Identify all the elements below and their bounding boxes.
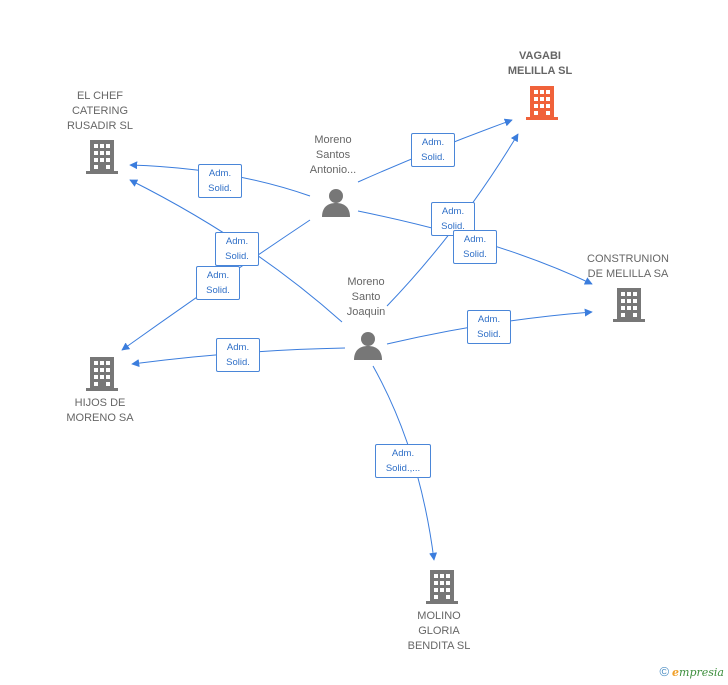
building-icon[interactable] (613, 288, 645, 322)
company-label-construnion[interactable]: CONSTRUNION DE MELILLA SA (587, 253, 669, 280)
person-icon[interactable] (321, 187, 351, 217)
person-label-moreno-antonio[interactable]: Moreno Santos Antonio... (309, 134, 357, 176)
edge-label[interactable]: Adm.Solid. (411, 133, 455, 167)
edge-label[interactable]: Adm.Solid. (216, 338, 260, 372)
copyright-symbol: © (659, 664, 670, 679)
edge-label[interactable]: Adm.Solid. (467, 310, 511, 344)
building-icon[interactable] (86, 357, 118, 391)
edge-label[interactable]: Adm.Solid. (196, 266, 240, 300)
edge-label[interactable]: Adm.Solid. (198, 164, 242, 198)
empresia-logo: ©empresia (659, 664, 724, 679)
building-icon[interactable] (526, 86, 558, 120)
company-label-molino[interactable]: MOLINO GLORIA BENDITA SL (407, 610, 471, 652)
company-label-hijos[interactable]: HIJOS DE MORENO SA (66, 397, 134, 424)
company-label-vagabi[interactable]: VAGABI MELILLA SL (507, 50, 573, 77)
edge-label[interactable]: Adm.Solid. (215, 232, 259, 266)
edge-label[interactable]: Adm.Solid.,... (375, 444, 431, 478)
building-icon[interactable] (426, 570, 458, 604)
edge-label[interactable]: Adm.Solid. (453, 230, 497, 264)
company-label-el-chef[interactable]: EL CHEF CATERING RUSADIR SL (66, 90, 134, 132)
person-icon[interactable] (353, 330, 383, 360)
person-label-moreno-joaquin[interactable]: Moreno Santo Joaquin (346, 276, 386, 318)
brand-name: empresia (672, 666, 724, 679)
building-icon[interactable] (86, 140, 118, 174)
